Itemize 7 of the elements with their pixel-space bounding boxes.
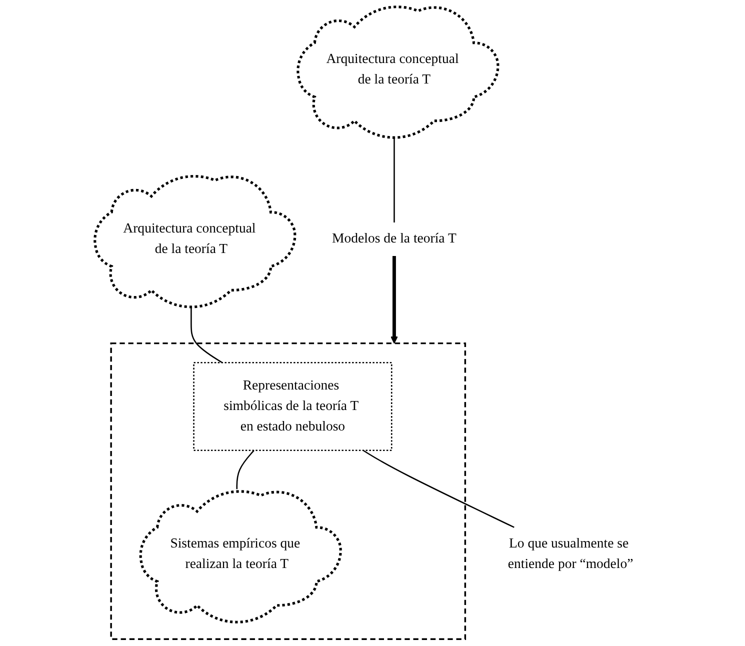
node-text: Lo que usualmente se entiende por “modelo” xyxy=(508,536,634,572)
arrow xyxy=(390,256,398,344)
node-text: Modelos de la teoría T xyxy=(332,232,456,246)
cluster xyxy=(110,342,466,640)
connector xyxy=(362,450,514,528)
node-box: Representaciones simbólicas de la teoría T en estado nebuloso xyxy=(193,362,392,452)
connector xyxy=(236,450,254,490)
